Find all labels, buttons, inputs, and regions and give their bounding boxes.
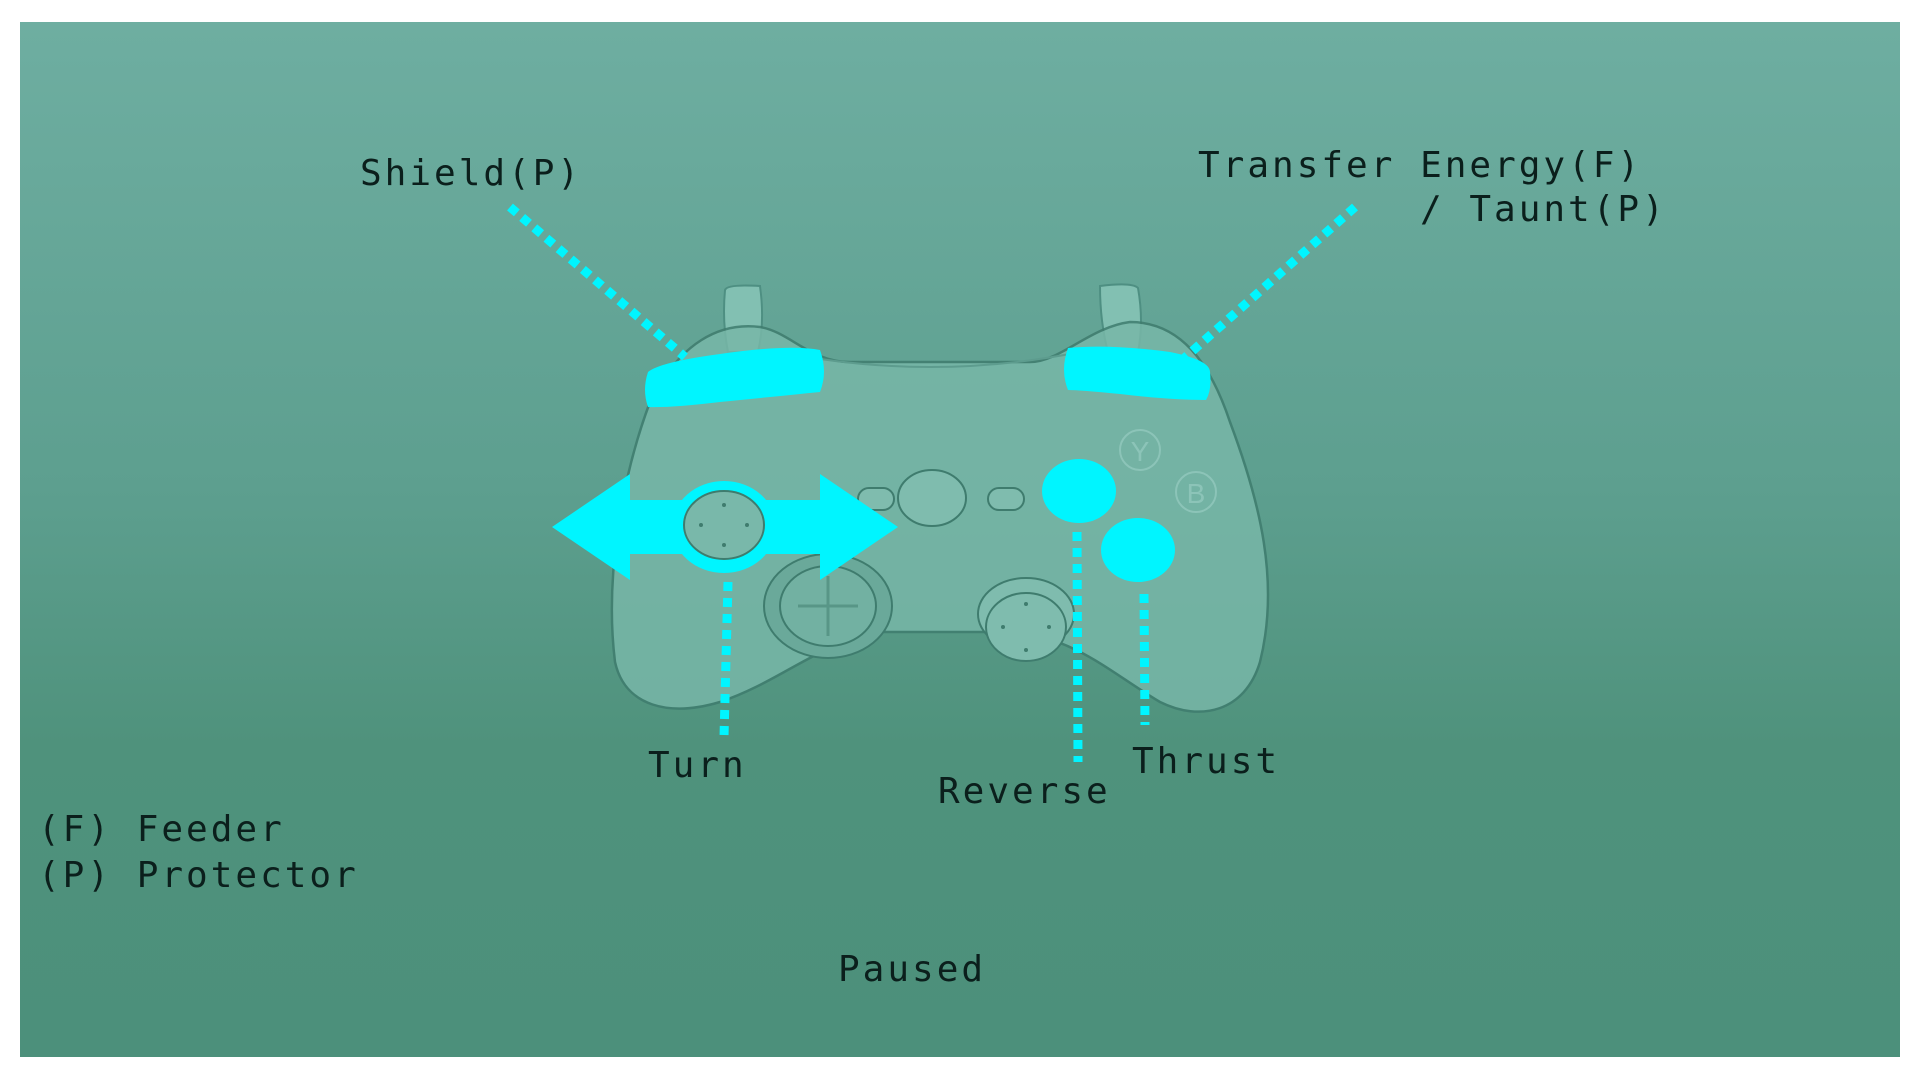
left-right-arrow-icon [552,474,898,580]
legend-feeder: (F) Feeder [38,809,285,850]
left-bumper-highlight [645,347,824,408]
thrust-button-highlight [1101,518,1175,582]
transfer-energy-label: Transfer Energy(F) [1198,145,1643,186]
turn-callout-line [719,581,733,738]
controller-diagram: Y B [507,203,1358,763]
thrust-label: Thrust [1132,741,1281,782]
thrust-callout-line [1139,593,1150,726]
reverse-button-highlight [1042,459,1116,523]
shield-callout-line [507,203,688,361]
right-bumper-highlight [1064,346,1211,400]
reverse-label: Reverse [938,771,1111,812]
shield-label: Shield(P) [360,153,583,194]
b-button-label: B [1187,478,1206,509]
taunt-label: / Taunt(P) [1420,189,1667,230]
pause-screen: Y B Shield(P) Transfer Ene [20,22,1900,1057]
paused-status: Paused [838,949,987,990]
reverse-callout-line [1072,531,1083,763]
transfer-callout-line [1177,203,1358,366]
turn-label: Turn [648,745,747,786]
legend-protector: (P) Protector [38,855,359,896]
y-button-label: Y [1131,436,1150,467]
